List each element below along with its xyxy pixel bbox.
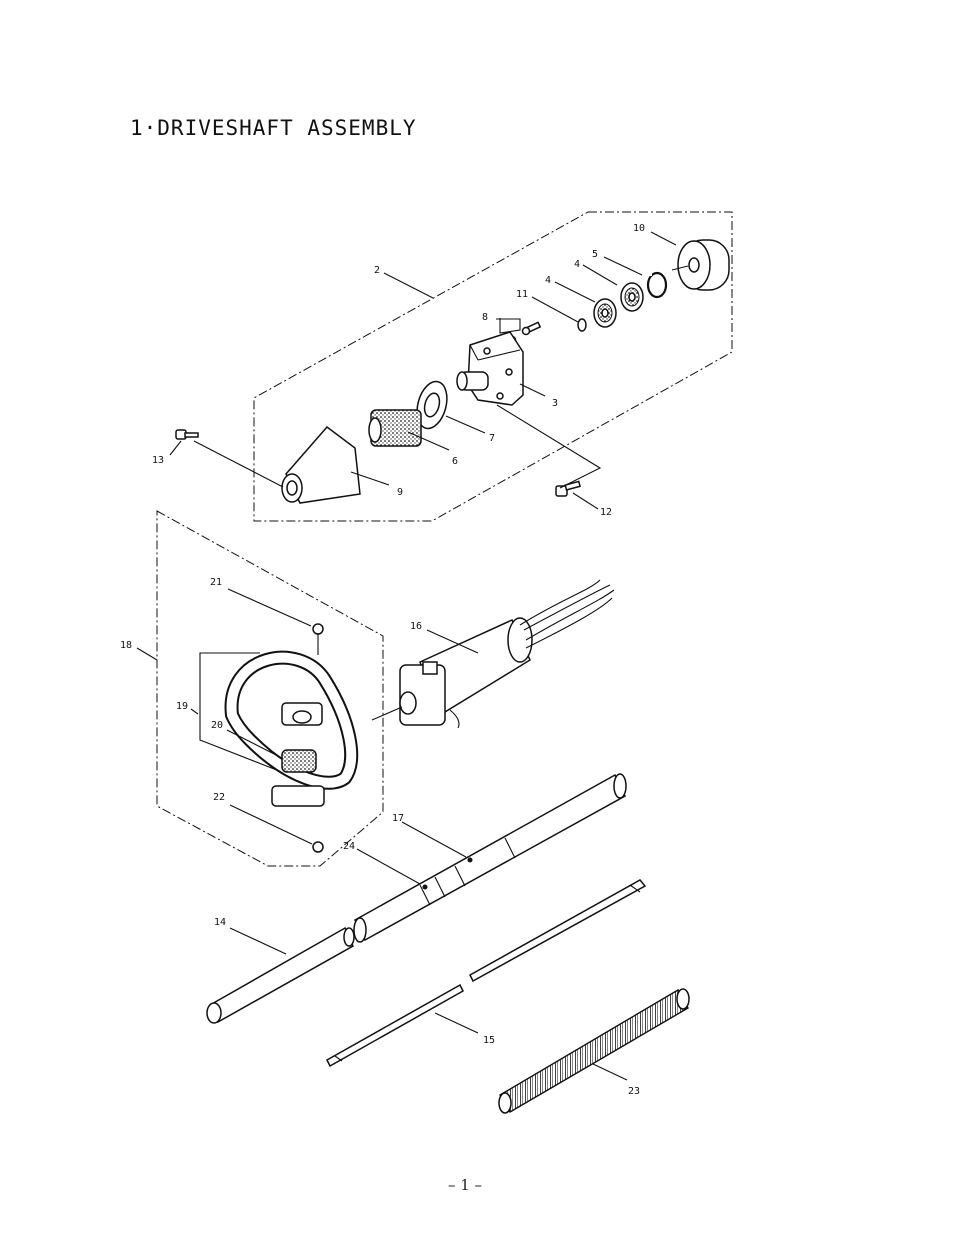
callout-7: 7 [489,433,495,444]
clutch-drum-part [671,239,730,291]
damper-part [368,409,422,447]
callout-labels: 2 3 4 4 5 6 7 8 9 10 11 12 13 14 15 16 1… [120,223,645,1097]
outer-tube-part [353,773,627,943]
flexible-liner-part [498,988,690,1114]
clutch-housing-group-outline [253,211,733,522]
gasket-part [416,380,448,430]
callout-17: 17 [392,813,404,824]
bolt-part [555,480,581,497]
leader-lines [136,231,677,1081]
lower-tube-part [206,926,355,1024]
page-number: – 1 – [447,1176,483,1194]
grip-sleeve-part [281,749,317,773]
callout-5: 5 [592,249,598,260]
callout-18: 18 [120,640,132,651]
callout-23: 23 [628,1086,640,1097]
callout-13: 13 [152,455,164,466]
callout-12: 12 [600,507,612,518]
callout-10: 10 [633,223,645,234]
snap-ring-part [646,271,668,299]
bearing-part [620,282,644,312]
callout-9: 9 [397,487,403,498]
handle-group-outline [156,510,384,867]
callout-14: 14 [214,917,226,928]
callout-21: 21 [210,577,222,588]
callout-20: 20 [211,720,223,731]
clamp-lower-part [271,785,325,807]
callout-15: 15 [483,1035,495,1046]
throttle-grip-part [371,579,615,729]
callout-3: 3 [552,398,558,409]
callout-22: 22 [213,792,225,803]
callout-24: 24 [343,841,355,852]
callout-4: 4 [574,259,580,270]
clamp-hole [292,710,312,724]
callout-11: 11 [516,289,528,300]
callout-2: 2 [374,265,380,276]
callout-16: 16 [410,621,422,632]
callout-19: 19 [176,701,188,712]
handle-subgroup-bracket [199,652,316,786]
cone-housing-part [281,425,361,504]
nut-part [312,841,324,853]
clutch-housing-part [456,331,524,406]
loop-handle-part [224,650,359,790]
bolt-part [312,623,324,655]
callout-6: 6 [452,456,458,467]
callout-8: 8 [482,312,488,323]
drive-shaft-part [326,879,647,1068]
callout-4: 4 [545,275,551,286]
page-title: 1·DRIVESHAFT ASSEMBLY [130,116,417,140]
washer-part [577,318,587,332]
bolt-part [175,429,199,440]
bearing-part [593,298,617,328]
